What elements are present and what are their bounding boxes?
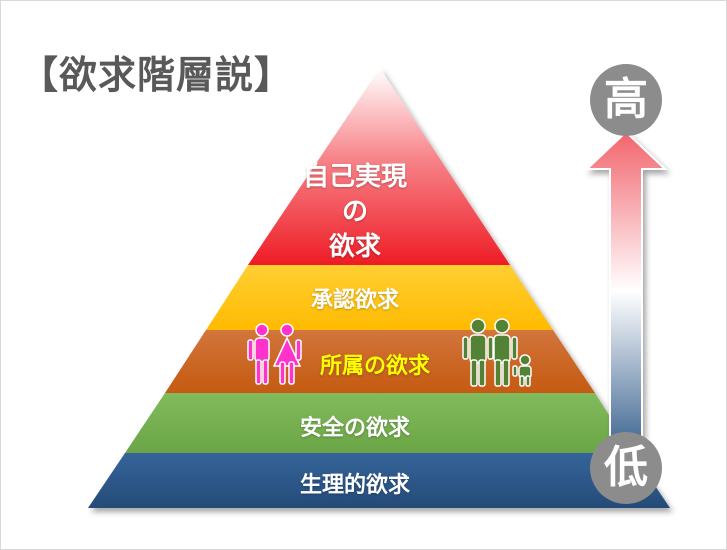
family-icon [462, 318, 532, 387]
slide-title: 【欲求階層説】 [20, 53, 294, 97]
level-label-self-actualization: 自己実現 の 欲求 [285, 160, 425, 265]
level-label-line: 自己実現 [302, 162, 407, 192]
high-circle [590, 64, 662, 136]
level-label-line: の [341, 197, 368, 227]
low-circle [590, 432, 662, 504]
level-label-physiological: 生理的欲求 [299, 473, 410, 498]
pyramid-level-self-actualization [248, 68, 510, 265]
pyramid-level-esteem [206, 265, 553, 330]
level-label-line: 欲求 [328, 232, 381, 262]
level-label-esteem: 承認欲求 [310, 288, 399, 313]
couple-icon [247, 323, 302, 385]
pyramid-level-safety [125, 393, 633, 453]
pyramid-level-physiological [88, 453, 670, 508]
level-label-safety: 安全の欲求 [299, 416, 410, 441]
low-label: 低 [604, 442, 648, 493]
level-label-belonging: 所属の欲求 [319, 354, 430, 379]
high-label: 高 [604, 74, 648, 125]
